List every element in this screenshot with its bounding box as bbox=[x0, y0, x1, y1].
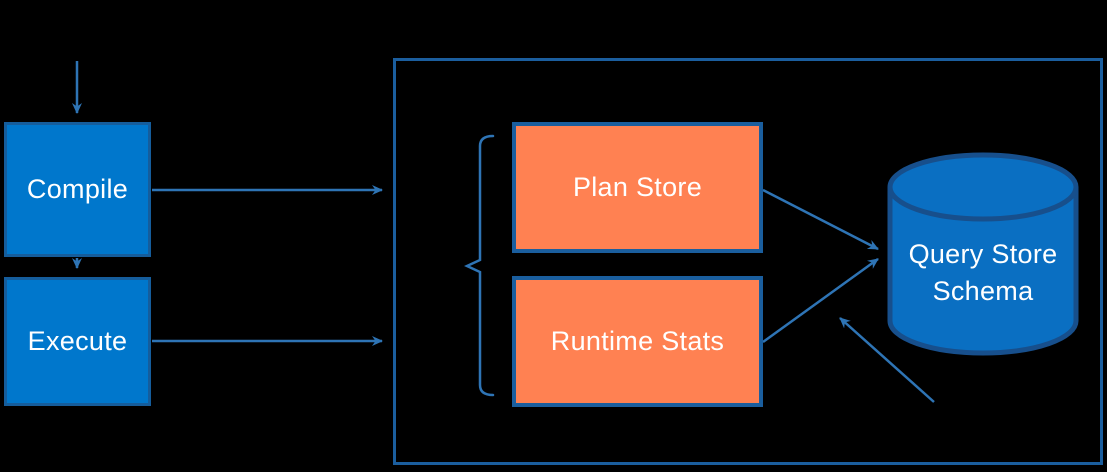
plan-store-label: Plan Store bbox=[572, 172, 703, 202]
compile-label: Compile bbox=[26, 174, 129, 204]
runtime-stats-label: Runtime Stats bbox=[550, 326, 725, 356]
runtime-stats-node: Runtime Stats bbox=[512, 276, 763, 407]
arrow-planstore-to-schema-icon bbox=[762, 188, 879, 251]
arrow-runtimestats-to-schema-icon bbox=[762, 257, 879, 344]
execute-node: Execute bbox=[4, 277, 151, 406]
query-store-schema-label: Query Store Schema bbox=[908, 239, 1058, 306]
plan-store-node: Plan Store bbox=[512, 122, 763, 253]
execute-label: Execute bbox=[27, 326, 128, 356]
left-brace-icon bbox=[464, 134, 495, 397]
annotation-arrow-icon bbox=[839, 317, 935, 403]
query-store-container-box bbox=[393, 58, 1103, 465]
compile-node: Compile bbox=[4, 122, 151, 257]
database-cylinder-icon bbox=[887, 152, 1079, 356]
